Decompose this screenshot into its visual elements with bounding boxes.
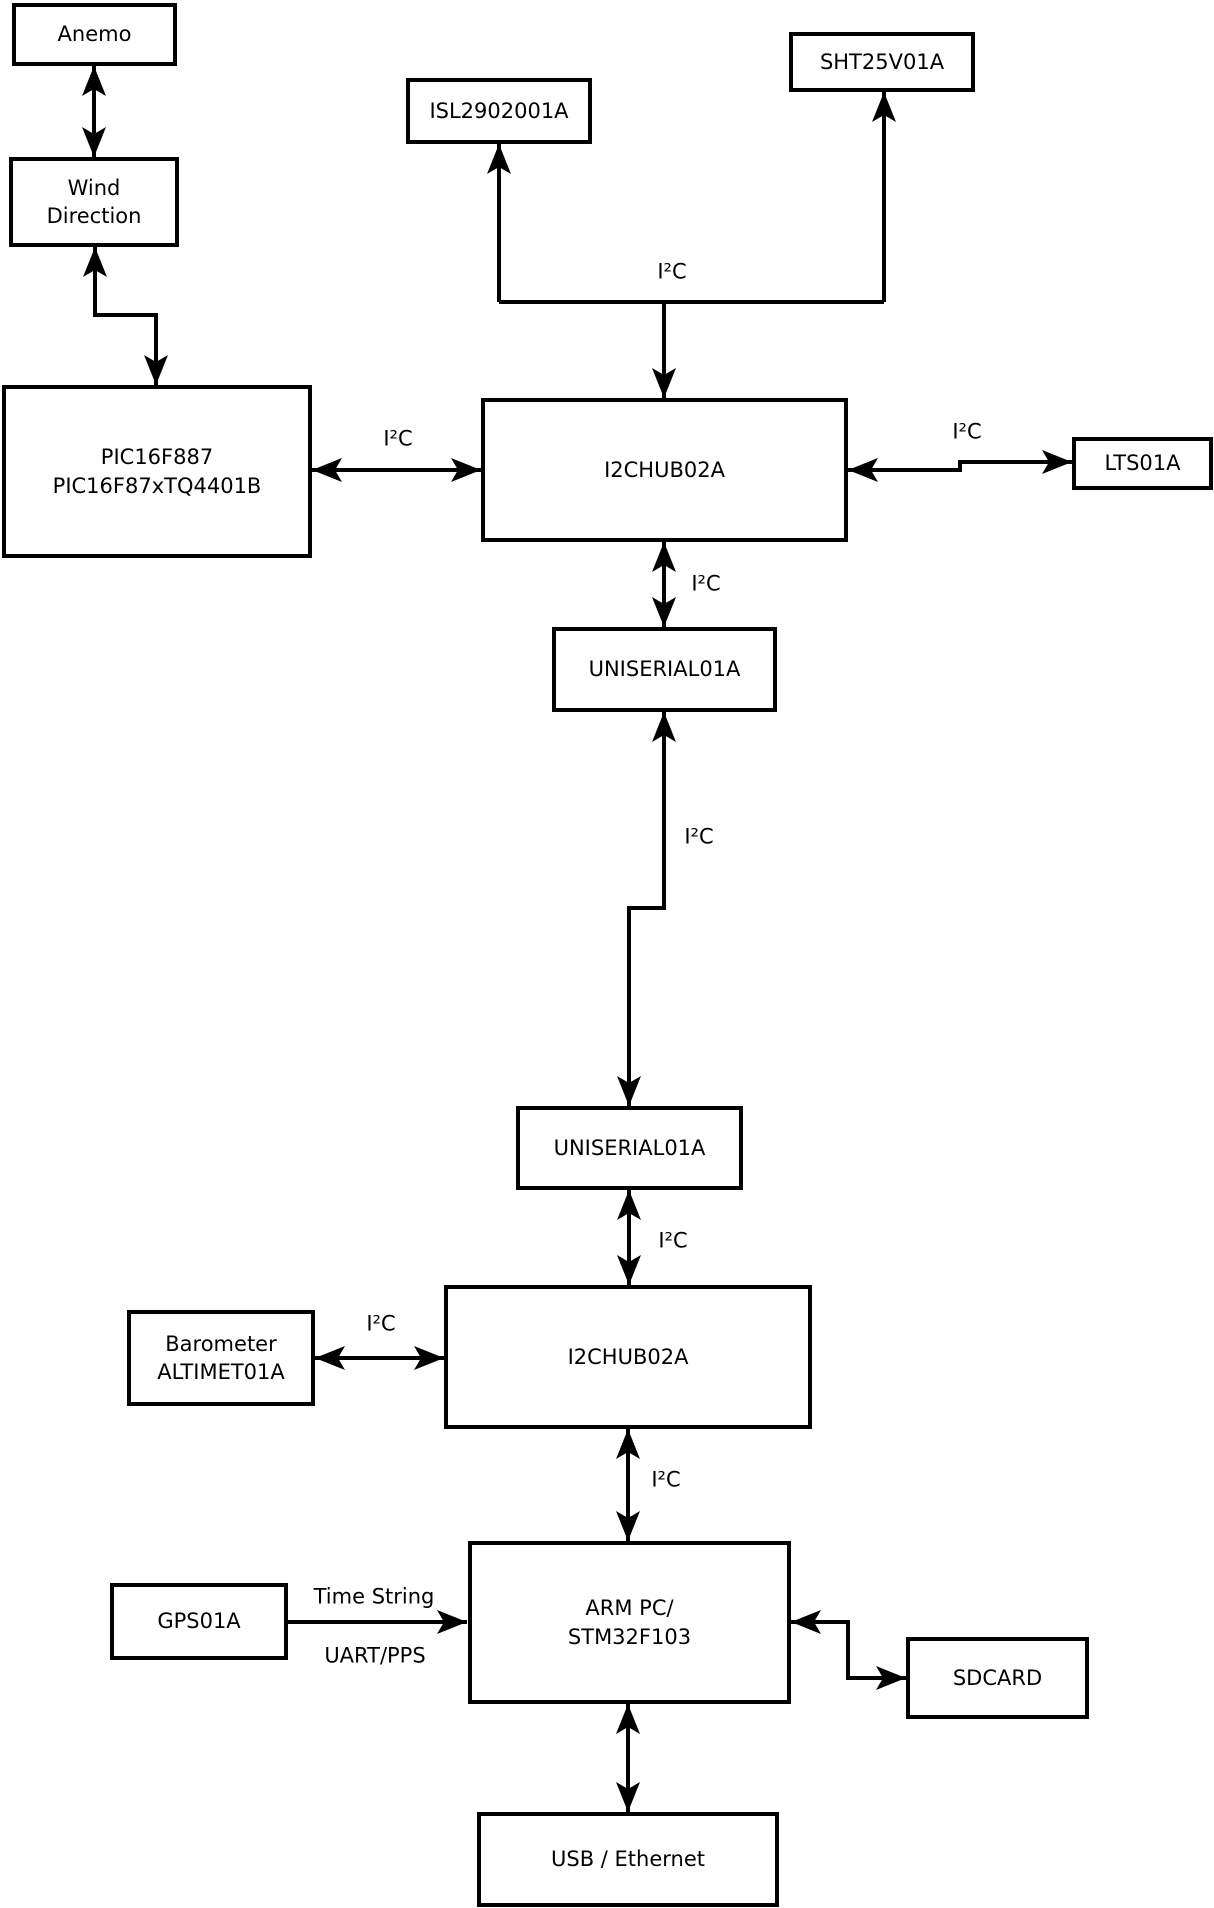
node-pic16f887: PIC16F887 PIC16F87xTQ4401B — [2, 385, 312, 558]
node-isl2902001a: ISL2902001A — [406, 78, 592, 144]
node-sht25v01a: SHT25V01A — [789, 32, 975, 92]
node-sht25v01a-label: SHT25V01A — [819, 49, 945, 74]
edge-label-i2c-uniserial-hub2: I²C — [658, 1228, 688, 1253]
node-barometer-altimet01a-label: Barometer ALTIMET01A — [157, 1331, 285, 1384]
node-sdcard-label: SDCARD — [952, 1665, 1043, 1690]
edge-wind-pic — [83, 247, 168, 385]
node-isl2902001a-label: ISL2902001A — [429, 98, 569, 123]
node-usb-ethernet: USB / Ethernet — [477, 1812, 779, 1907]
node-barometer-altimet01a: Barometer ALTIMET01A — [127, 1310, 315, 1406]
edge-label-uart-pps: UART/PPS — [324, 1643, 426, 1668]
node-uniserial01a-top-label: UNISERIAL01A — [588, 657, 741, 682]
node-i2chub02a-top-label: I2CHUB02A — [604, 457, 725, 482]
node-wind-direction: Wind Direction — [9, 157, 179, 247]
edge-label-i2c-hub-uniserial: I²C — [691, 571, 721, 596]
edge-arm-sdcard — [791, 1610, 906, 1690]
node-anemo-label: Anemo — [57, 22, 132, 47]
node-arm-pc-stm32f103-label: ARM PC/ STM32F103 — [567, 1596, 692, 1649]
node-lts01a: LTS01A — [1072, 437, 1213, 490]
node-pic16f887-label: PIC16F887 PIC16F87xTQ4401B — [52, 445, 262, 498]
node-anemo: Anemo — [12, 3, 177, 66]
node-gps01a-label: GPS01A — [157, 1609, 241, 1634]
edge-label-i2c-pic-hub: I²C — [383, 426, 413, 451]
node-arm-pc-stm32f103: ARM PC/ STM32F103 — [468, 1541, 791, 1704]
node-uniserial01a-bottom-label: UNISERIAL01A — [553, 1135, 706, 1160]
node-uniserial01a-top: UNISERIAL01A — [552, 627, 777, 712]
node-sdcard: SDCARD — [906, 1637, 1089, 1719]
node-lts01a-label: LTS01A — [1104, 451, 1181, 476]
edge-label-i2c-uniserial-link: I²C — [684, 824, 714, 849]
node-gps01a: GPS01A — [110, 1583, 288, 1660]
node-uniserial01a-bottom: UNISERIAL01A — [516, 1106, 743, 1190]
node-wind-direction-label: Wind Direction — [46, 175, 142, 228]
edge-label-i2c-hub-lts: I²C — [952, 419, 982, 444]
node-i2chub02a-bottom-label: I2CHUB02A — [567, 1344, 689, 1369]
edge-uniserial-link — [617, 712, 676, 1106]
node-i2chub02a-bottom: I2CHUB02A — [444, 1285, 812, 1429]
node-usb-ethernet-label: USB / Ethernet — [551, 1847, 705, 1872]
edge-label-i2c-baro-hub2: I²C — [366, 1311, 396, 1336]
edge-i2chub-top-lts — [848, 450, 1072, 482]
edge-label-i2c-hub2-arm: I²C — [651, 1467, 681, 1492]
edge-label-i2c-sensor-bus: I²C — [657, 259, 687, 284]
edge-label-time-string: Time String — [313, 1584, 435, 1609]
node-i2chub02a-top: I2CHUB02A — [481, 398, 848, 542]
